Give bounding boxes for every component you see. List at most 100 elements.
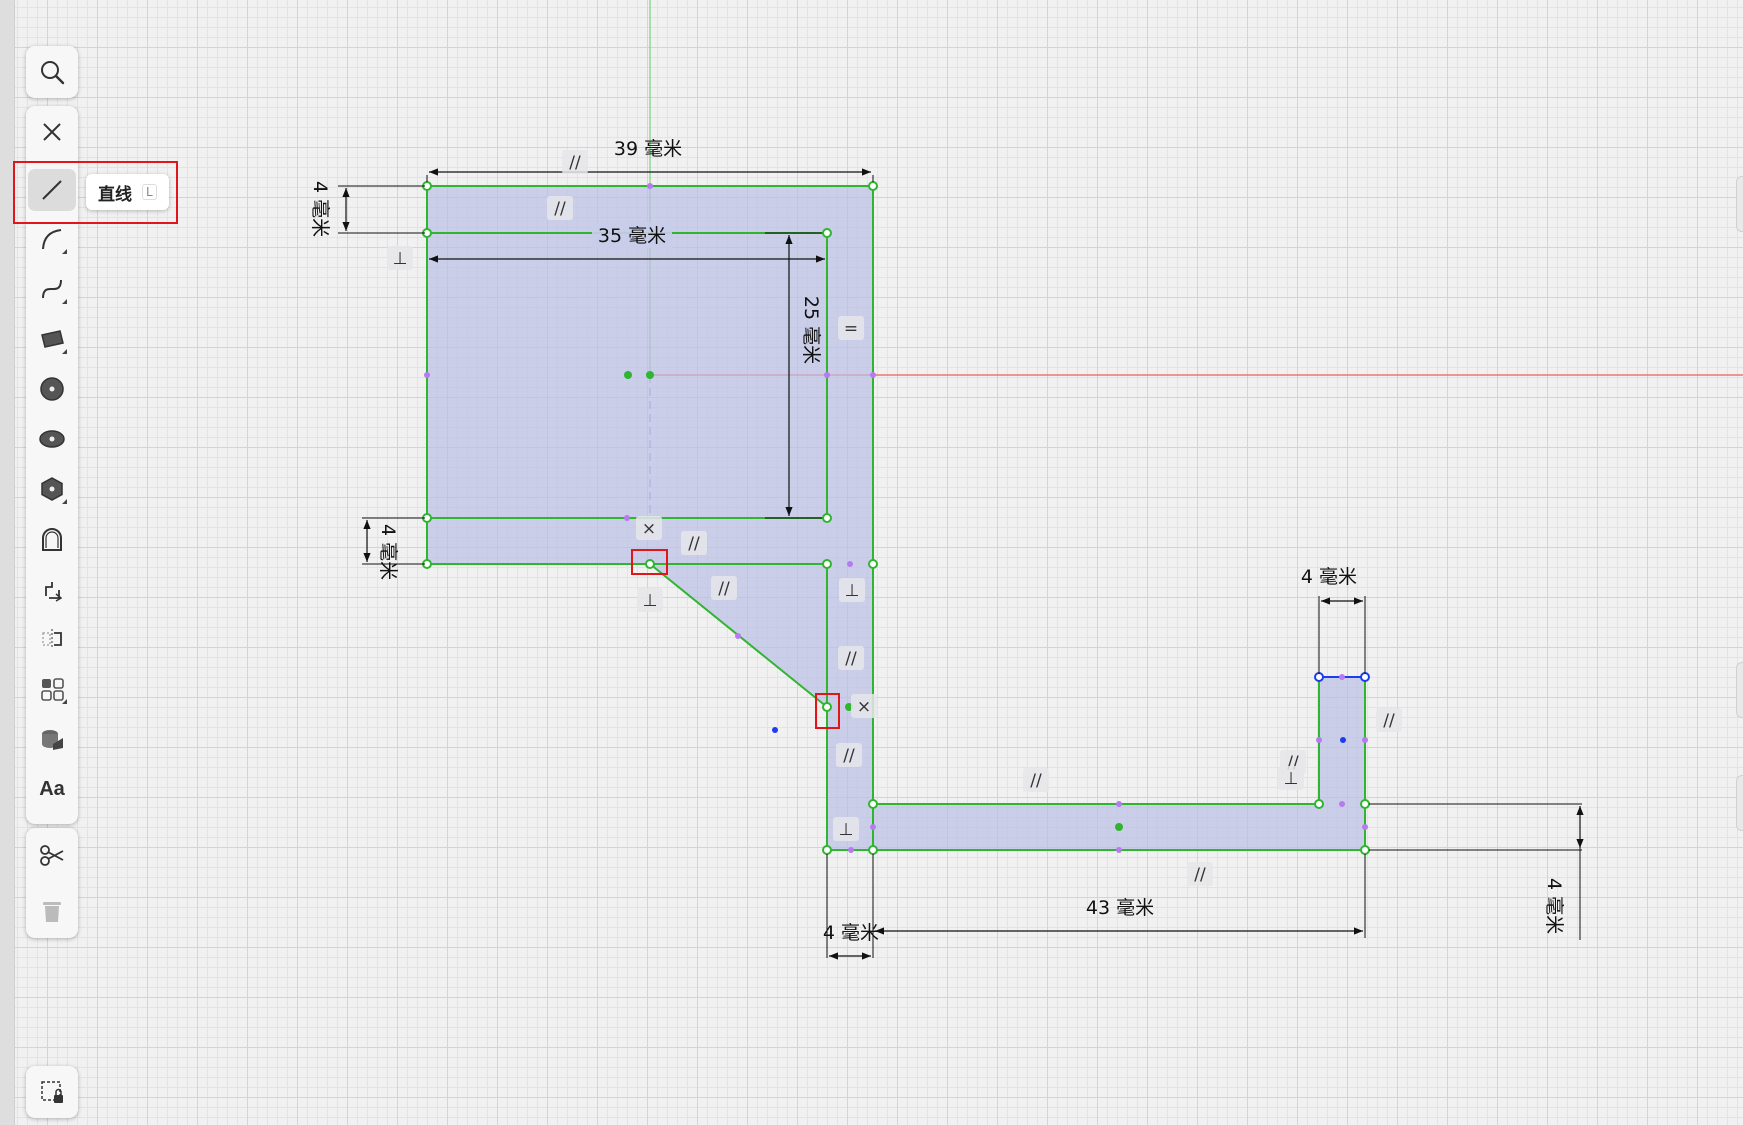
constraint-parallel[interactable]: // — [845, 649, 857, 669]
project-tool-button[interactable] — [28, 718, 76, 760]
constraint-glyph-bg — [562, 150, 588, 174]
scissors-icon — [40, 845, 64, 866]
trim-tool-button[interactable] — [28, 834, 76, 876]
highlight-end-point — [815, 693, 840, 729]
constraint-parallel[interactable]: // — [718, 579, 730, 599]
sketch-endpoint[interactable] — [868, 845, 878, 855]
edit-tools-group — [26, 828, 78, 938]
constraint-glyph-bg — [547, 196, 573, 220]
constraint-glyph-bg — [681, 531, 707, 555]
constraint-coincident[interactable]: × — [642, 519, 656, 539]
dimension-label[interactable]: 35 毫米 — [598, 225, 666, 247]
constraint-coincident[interactable]: × — [857, 697, 871, 717]
search-button[interactable] — [28, 51, 76, 93]
spline-tool-button[interactable] — [28, 268, 76, 310]
selected-endpoint[interactable] — [1360, 672, 1370, 682]
constraint-parallel[interactable]: // — [1383, 711, 1395, 731]
constraint-glyph-bg — [637, 588, 663, 612]
dimension-inner-width[interactable]: 35 毫米 — [429, 222, 825, 263]
dimension-label[interactable]: 4 毫米 — [1543, 878, 1565, 934]
dimension-label[interactable]: 43 毫米 — [1086, 897, 1154, 919]
sketch-endpoint[interactable] — [822, 228, 832, 238]
line-tool-tooltip: 直线 L — [86, 174, 169, 210]
sketch-endpoint[interactable] — [1314, 799, 1324, 809]
offset-icon — [45, 582, 63, 602]
right-panel-handle[interactable] — [1736, 176, 1743, 232]
constraint-perpendicular[interactable]: ⊥ — [393, 249, 408, 269]
constraint-parallel[interactable]: // — [688, 534, 700, 554]
offset-tool-button[interactable] — [28, 568, 76, 610]
sketch-endpoint[interactable] — [822, 559, 832, 569]
midpoint — [824, 372, 830, 378]
constraint-parallel[interactable]: // — [554, 199, 566, 219]
constraint-parallel[interactable]: // — [1287, 753, 1299, 773]
midpoint — [424, 372, 430, 378]
constraint-perpendicular[interactable]: ⊥ — [1284, 769, 1299, 789]
selected-endpoint[interactable] — [1314, 672, 1324, 682]
slot-tool-button[interactable] — [28, 518, 76, 560]
sketch-endpoint[interactable] — [868, 559, 878, 569]
search-icon — [41, 61, 65, 85]
dimension-top-width[interactable]: 39 毫米 — [426, 138, 874, 182]
dimension-label[interactable]: 25 毫米 — [800, 296, 822, 364]
delete-button[interactable] — [28, 890, 76, 932]
dimension-base-length[interactable]: 43 毫米 — [875, 854, 1366, 938]
dimension-tab-width[interactable]: 4 毫米 — [1301, 566, 1366, 674]
circle-tool-button[interactable] — [28, 368, 76, 410]
midpoint — [647, 183, 653, 189]
sketch-endpoint[interactable] — [1360, 845, 1370, 855]
dimension-inner-height[interactable]: 25 毫米 — [765, 232, 822, 519]
dimension-column-width[interactable]: 4 毫米 — [823, 854, 879, 960]
ellipse-tool-button[interactable] — [28, 418, 76, 460]
right-panel-edge — [1736, 0, 1743, 1125]
mirror-tool-button[interactable] — [28, 618, 76, 660]
sketch-endpoint[interactable] — [822, 702, 832, 712]
constraint-parallel[interactable]: // — [1194, 865, 1206, 885]
dimension-label[interactable]: 4 毫米 — [309, 181, 331, 237]
midpoint — [1116, 847, 1122, 853]
constraint-glyphs[interactable]: ////⊥=×////⊥⊥//×//⊥////⊥//// — [387, 150, 1402, 886]
dimension-label[interactable]: 4 毫米 — [823, 922, 879, 944]
dimension-base-thickness[interactable]: 4 毫米 — [1369, 803, 1584, 940]
dimension-bottom-thickness[interactable]: 4 毫米 — [362, 517, 425, 580]
dimension-top-thickness[interactable]: 4 毫米 — [309, 181, 425, 237]
polygon-tool-button[interactable] — [28, 468, 76, 510]
midpoints — [424, 183, 1368, 853]
close-sketch-button[interactable] — [28, 111, 76, 153]
constraint-glyph-bg — [851, 694, 877, 718]
constraint-equal[interactable]: = — [844, 319, 858, 339]
line-tool-button[interactable] — [28, 169, 76, 211]
sketch-tools-group: Aa — [26, 106, 78, 824]
sketch-endpoint[interactable] — [645, 559, 655, 569]
text-tool-button[interactable]: Aa — [28, 768, 76, 810]
circle-icon — [40, 377, 64, 401]
constraint-parallel[interactable]: // — [569, 153, 581, 173]
midpoint — [1316, 737, 1322, 743]
center-point — [624, 371, 632, 379]
right-panel-handle[interactable] — [1736, 775, 1743, 831]
constraint-parallel[interactable]: // — [1030, 771, 1042, 791]
sketch-endpoint[interactable] — [822, 845, 832, 855]
center-points — [624, 371, 1123, 831]
dimension-label[interactable]: 39 毫米 — [614, 138, 682, 160]
sketch-endpoint[interactable] — [868, 799, 878, 809]
constraint-glyph-bg — [1376, 708, 1402, 732]
dimension-label[interactable]: 4 毫米 — [377, 524, 399, 580]
right-panel-handle[interactable] — [1736, 662, 1743, 718]
arc-tool-button[interactable] — [28, 218, 76, 260]
lock-selection-button[interactable] — [28, 1071, 76, 1113]
sketch-endpoint[interactable] — [822, 513, 832, 523]
midpoint — [870, 372, 876, 378]
constraint-perpendicular[interactable]: ⊥ — [643, 591, 658, 611]
constraint-perpendicular[interactable]: ⊥ — [845, 581, 860, 601]
sketch-endpoint[interactable] — [868, 181, 878, 191]
rectangle-tool-button[interactable] — [28, 318, 76, 360]
constraint-perpendicular[interactable]: ⊥ — [839, 820, 854, 840]
pattern-tool-button[interactable] — [28, 668, 76, 710]
midpoint — [624, 515, 630, 521]
sketch-endpoint[interactable] — [1360, 799, 1370, 809]
dimension-label[interactable]: 4 毫米 — [1301, 566, 1357, 588]
constraint-parallel[interactable]: // — [843, 746, 855, 766]
close-icon — [43, 123, 61, 141]
